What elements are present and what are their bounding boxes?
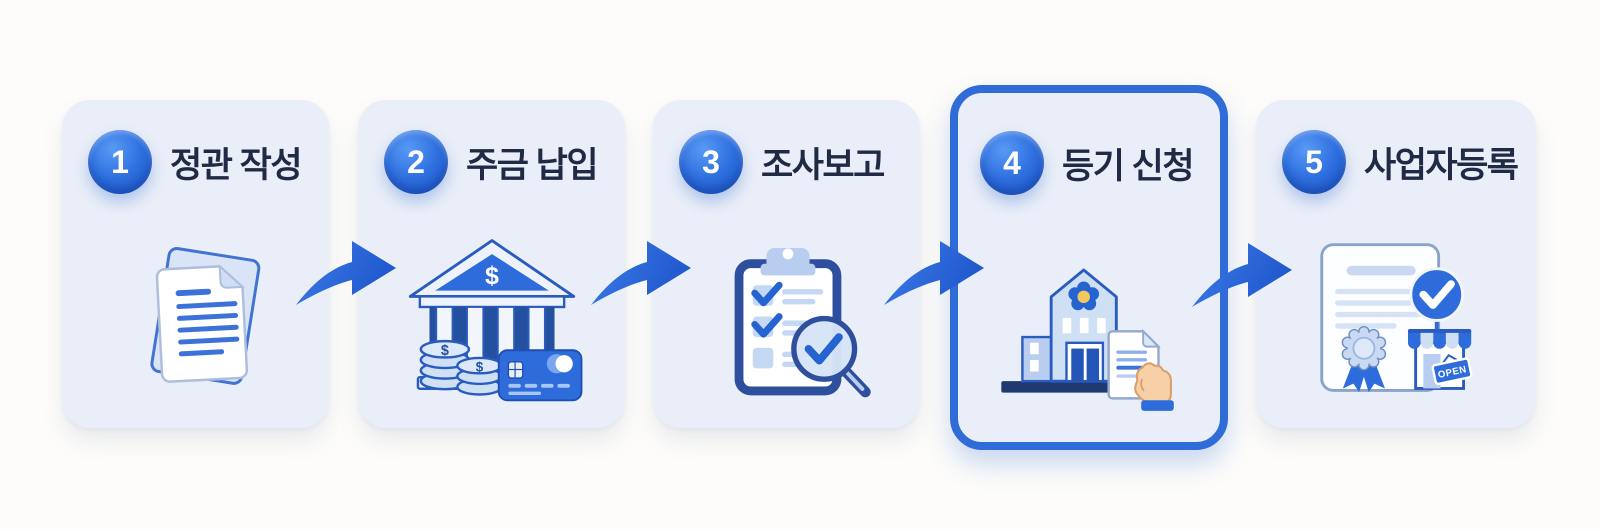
step-title: 정관 작성 [170,145,303,185]
step-number-badge: 3 [679,130,743,194]
storefront-icon: OPEN [1407,329,1473,390]
bank-money-icon: $ $ $ [408,239,582,402]
flow-arrow-1 [296,241,396,305]
rosette-ribbon-icon [1341,325,1387,393]
step-title: 사업자등록 [1364,145,1519,185]
government-emblem-icon [1068,280,1100,310]
step-5-header: 5 사업자등록 [1282,130,1526,194]
flow-arrow-3 [884,241,984,305]
step-number-badge: 4 [980,131,1044,195]
documents-icon [149,247,260,385]
step-2-icon-area: $ $ $ [358,218,625,420]
certificate-store-icon: OPEN [1320,243,1473,393]
step-1-icon-area [62,218,329,420]
step-1-header: 1 정관 작성 [88,130,319,194]
flow-arrow-2 [591,241,691,305]
credit-card-icon [497,349,582,402]
bank-dollar-sign: $ [485,262,499,290]
open-sign: OPEN [1431,354,1473,386]
coin-dollar-sign: $ [475,359,483,374]
step-card-2: 2 주금 납입 $ $ [358,100,625,428]
magnifier-check-icon [790,315,871,398]
step-card-3: 3 조사보고 [653,100,920,428]
step-4-icon-area [958,223,1220,430]
flow-arrow-4 [1192,243,1292,307]
hand-icon [1134,361,1174,411]
step-number-badge: 2 [384,130,448,194]
coin-stack-icon: $ $ [419,339,503,396]
step-title: 주금 납입 [466,145,599,185]
step-5-icon-area: OPEN [1256,218,1536,420]
step-card-4-active: 4 등기 신청 [950,85,1228,450]
step-3-icon-area [653,218,920,420]
step-number-badge: 1 [88,130,152,194]
step-title: 조사보고 [761,145,885,185]
government-building-document-icon [1001,268,1174,411]
step-card-5: 5 사업자등록 [1256,100,1536,428]
step-4-header: 4 등기 신청 [980,131,1210,195]
step-2-header: 2 주금 납입 [384,130,615,194]
check-circle-icon [1409,267,1465,333]
coin-dollar-sign: $ [440,343,448,359]
clipboard-check-magnifier-icon [734,248,871,398]
step-card-1: 1 정관 작성 [62,100,329,428]
step-title: 등기 신청 [1062,146,1195,186]
step-number-badge: 5 [1282,130,1346,194]
step-3-header: 3 조사보고 [679,130,910,194]
